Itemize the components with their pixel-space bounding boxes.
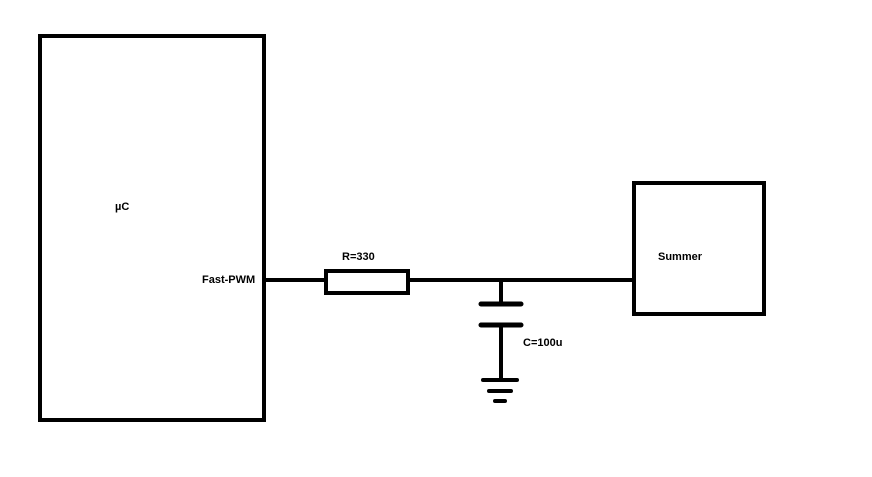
capacitor: C=100u [478,280,562,380]
summer-label: Summer [658,251,703,263]
microcontroller-outline [38,34,266,422]
ground-symbol [481,378,519,403]
summer-outline [632,181,766,316]
resistor: R=330 [324,251,410,295]
microcontroller-block: µC Fast-PWM [38,34,266,422]
resistor-body [324,269,410,295]
summer-block: Summer [632,181,766,316]
capacitor-label: C=100u [523,337,562,349]
fast-pwm-pin-label: Fast-PWM [202,274,255,286]
microcontroller-label: µC [115,201,129,213]
resistor-label: R=330 [342,251,375,263]
